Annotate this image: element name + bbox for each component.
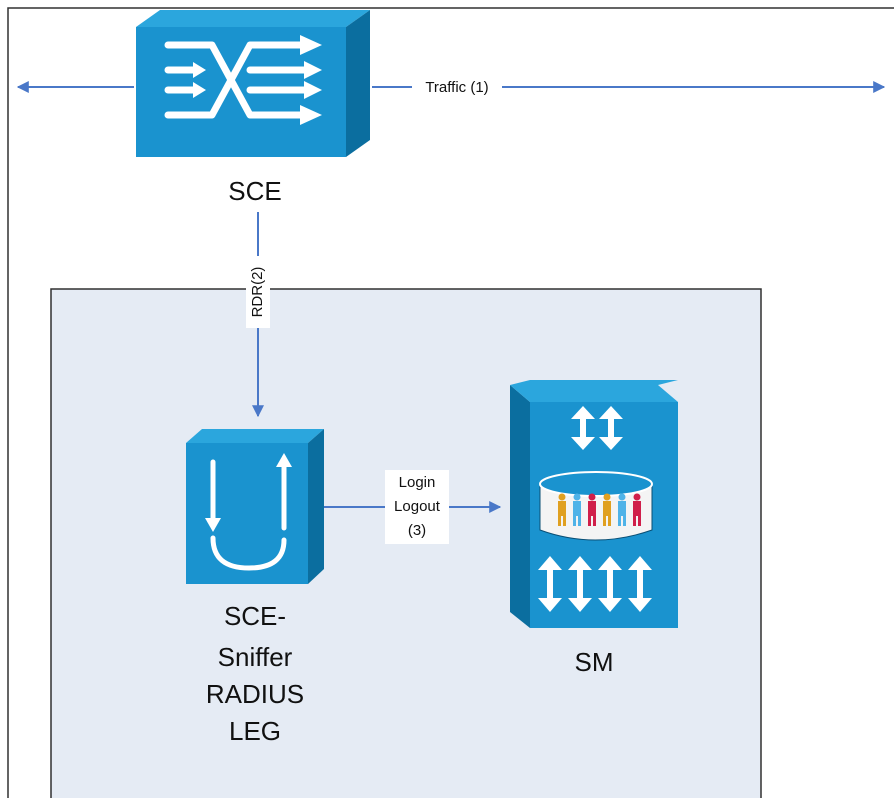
sniffer-node: SCE- Sniffer RADIUS LEG xyxy=(186,429,324,746)
traffic-label-bg xyxy=(412,75,502,97)
switch-icon xyxy=(136,10,370,157)
login-label-line-3: (3) xyxy=(408,522,426,539)
rdr-label-bg xyxy=(246,256,270,328)
sniffer-label-line-1: SCE- xyxy=(224,601,286,631)
sm-node: SM xyxy=(510,380,678,677)
rdr-edge: RDR(2) xyxy=(246,212,270,418)
sniffer-label-line-3: RADIUS xyxy=(206,679,304,709)
login-label-line-1: Login xyxy=(399,474,436,491)
sce-node: SCE xyxy=(136,10,370,206)
traffic-edge: Traffic (1) xyxy=(16,75,886,97)
login-label-line-2: Logout xyxy=(394,498,441,515)
login-edge: Login Logout (3) xyxy=(324,470,502,544)
sm-label: SM xyxy=(575,647,614,677)
login-label-bg xyxy=(385,470,449,544)
sniffer-label-line-2: Sniffer xyxy=(218,642,293,672)
u-turn-icon xyxy=(186,429,324,584)
sniffer-label-line-4: LEG xyxy=(229,716,281,746)
sce-label: SCE xyxy=(228,176,281,206)
rdr-label: RDR(2) xyxy=(249,267,266,318)
subscriber-database-icon xyxy=(510,380,678,628)
people-icons xyxy=(558,493,641,526)
traffic-label: Traffic (1) xyxy=(425,79,488,96)
